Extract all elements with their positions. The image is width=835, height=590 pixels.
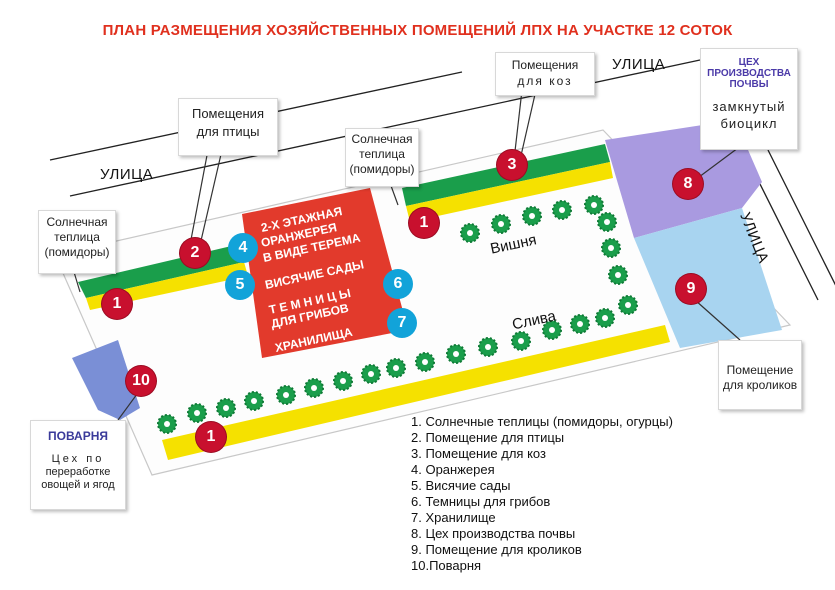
badge-greenhouse-bottom: 1 [196,422,226,452]
legend-item: 2. Помещение для птицы [411,430,565,445]
callout-line: Помещения [511,58,579,72]
tree-icon [187,403,207,423]
greenhouse-top-bed [406,162,613,222]
badge-birds: 2 [180,238,210,268]
tree-icon [618,295,638,315]
badge-greenhouse-left: 1 [102,289,132,319]
kitchen-sub: Цех по переработке овощей и ягод [31,453,125,492]
tree-icon [552,200,572,220]
pointer-rabbits [694,299,741,341]
greenhouse-bottom-bed [162,325,670,460]
badge-soil-workshop: 8 [673,169,703,199]
pointer-greenhouse-left [73,271,81,293]
tree-icon [542,320,562,340]
badge-mushrooms: 6 [383,269,413,299]
tree-icon [491,214,511,234]
plan-title: ПЛАН РАЗМЕЩЕНИЯ ХОЗЯЙСТВЕННЫХ ПОМЕЩЕНИЙ … [102,22,733,39]
main-building [242,188,408,358]
tree-icon [608,265,628,285]
tree-icon [478,337,498,357]
badge-storage: 7 [387,308,417,338]
street-line [767,149,835,286]
tree-icon [386,358,406,378]
tree-icon [216,398,236,418]
street-label-left: УЛИЦА [100,166,154,183]
legend-item: 7. Хранилище [411,510,496,525]
legend-item: 9. Помещение для кроликов [411,542,582,557]
callout-soil-workshop: ЦЕХ ПРОИЗВОДСТВА ПОЧВЫ замкнутый биоцикл [700,48,798,150]
soil-title: ЦЕХ ПРОИЗВОДСТВА ПОЧВЫ [701,57,797,90]
callout-line: ПРОИЗВОДСТВА [707,68,791,79]
tree-icon [276,385,296,405]
callout-line: Солнечная [351,132,413,146]
tree-icon [584,195,604,215]
callout-line: для птицы [196,124,260,139]
callout-line: ЦЕХ [738,57,760,68]
callout-line: Помещения [191,106,264,121]
callout-line: биоцикл [720,116,778,131]
callout-line: Цех по [51,453,105,465]
callout-line: замкнутый [712,99,786,114]
rabbit-house-area [634,208,782,348]
legend: 1. Солнечные теплицы (помидоры, огурцы) … [411,414,673,574]
callout-rabbits: Помещение для кроликов [718,340,802,410]
pointer-goats [513,89,523,161]
callout-birds: Помещения для птицы [178,98,278,156]
callout-line: (помидоры) [44,245,110,259]
tree-icon [361,364,381,384]
kitchen-area [72,340,140,420]
badge-orangery: 4 [228,233,258,263]
tree-icon [446,344,466,364]
tree-icon [460,223,480,243]
tree-icon [601,238,621,258]
pointer-birds [199,149,223,246]
callout-line: для кроликов [722,378,798,392]
tree-icon [244,391,264,411]
badge-kitchen: 10 [126,366,156,396]
badge-rabbits: 9 [676,274,706,304]
tree-icon [157,414,177,434]
tree-icon [415,352,435,372]
callout-line: Солнечная [46,215,108,229]
legend-item: 10.Поварня [411,558,482,573]
tree-icon [333,371,353,391]
legend-item: 8. Цех производства почвы [411,526,576,541]
callout-line: (помидоры) [349,162,415,176]
tree-icon [570,314,590,334]
callout-goats: Помещения для коз [495,52,595,96]
pointer-birds [189,149,209,246]
tree-icon [304,378,324,398]
callout-greenhouse-left: Солнечная теплица (помидоры) [38,210,116,274]
pointer-soil [694,144,743,181]
trees [157,195,638,434]
legend-item: 5. Висячие сады [411,478,511,493]
callout-line: переработке [45,466,111,478]
callout-kitchen: ПОВАРНЯ Цех по переработке овощей и ягод [30,420,126,510]
badge-hanging-gardens: 5 [225,270,255,300]
badge-goats: 3 [497,150,527,180]
callout-line: теплица [359,147,405,161]
callout-greenhouse-mid: Солнечная теплица (помидоры) [345,128,419,187]
legend-item: 4. Оранжерея [411,462,495,477]
tree-icon [597,212,617,232]
callout-line: для коз [517,74,573,88]
callout-line: теплица [54,230,100,244]
pointer-goats [519,89,537,161]
legend-item: 3. Помещение для коз [411,446,546,461]
tree-icon [511,331,531,351]
tree-icon [522,206,542,226]
callout-line: Помещение [726,363,794,377]
legend-item: 6. Темницы для грибов [411,494,551,509]
street-line [69,95,533,197]
callout-line: ПОЧВЫ [729,79,769,90]
callout-line: овощей и ягод [41,479,115,491]
kitchen-title: ПОВАРНЯ [48,429,108,443]
legend-item: 1. Солнечные теплицы (помидоры, огурцы) [411,414,673,429]
badge-greenhouse-mid: 1 [409,208,439,238]
tree-icon [595,308,615,328]
street-label-top: УЛИЦА [612,56,666,73]
soil-sub: замкнутый биоцикл [701,98,797,132]
